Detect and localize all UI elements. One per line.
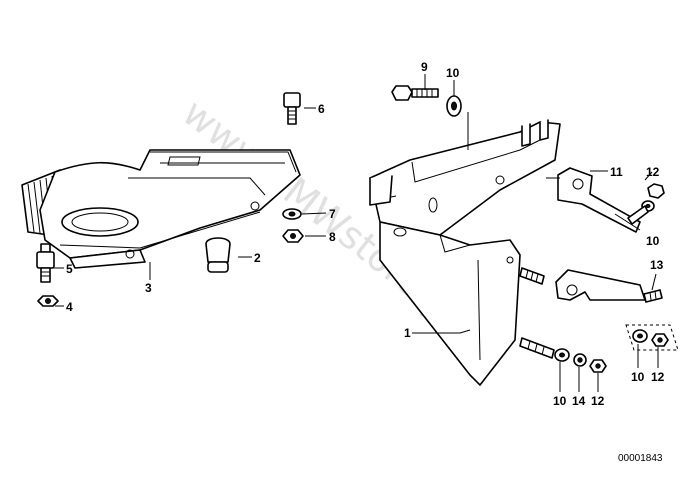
- bolt-part-6: [283, 92, 301, 125]
- callout-1: 1: [404, 326, 411, 340]
- callout-5: 5: [66, 262, 73, 276]
- callout-10-upper-right: 10: [646, 234, 660, 248]
- nut-part-8: [282, 229, 304, 243]
- callout-8: 8: [329, 230, 336, 244]
- washer-part-10-bottom: [554, 348, 570, 362]
- callout-12-upper: 12: [646, 165, 660, 179]
- stud-upper-clip: [627, 205, 649, 225]
- bracket-part-1: [369, 119, 561, 386]
- leader-lines: [52, 74, 659, 392]
- air-duct-cover-part-3: [21, 149, 301, 269]
- callout-9: 9: [421, 60, 428, 74]
- lock-washer-part-14: [573, 353, 587, 367]
- washer-part-10-top: [446, 95, 462, 117]
- callout-7: 7: [329, 207, 336, 221]
- washer-part-7: [282, 208, 302, 220]
- callout-3: 3: [145, 281, 152, 295]
- callout-10-bottom: 10: [553, 394, 567, 408]
- callout-6: 6: [318, 102, 325, 116]
- callout-10-top: 10: [446, 66, 460, 80]
- nut-part-12-upper: [647, 183, 665, 199]
- callout-12-bottom: 12: [591, 394, 605, 408]
- callout-2: 2: [254, 251, 261, 265]
- stud-bracket-upper: [519, 267, 545, 285]
- document-number: 00001843: [618, 453, 663, 464]
- callout-14: 14: [572, 394, 586, 408]
- callout-12-right: 12: [651, 370, 665, 384]
- nut-part-12-bottom: [589, 359, 607, 373]
- callout-10-right: 10: [631, 370, 645, 384]
- stud-part-5: [36, 243, 55, 283]
- stud-bracket-lower: [519, 337, 555, 359]
- nut-part-4: [37, 295, 59, 307]
- clip-arm-part-11: [557, 167, 641, 233]
- dashed-group-box: [625, 324, 679, 351]
- buffer-part-2: [205, 237, 231, 273]
- callout-11: 11: [610, 165, 623, 179]
- clip-arm-part-13: [555, 269, 663, 303]
- callout-4: 4: [66, 300, 73, 314]
- bolt-part-9: [391, 85, 439, 101]
- washer-part-10-right: [632, 329, 648, 343]
- callout-13: 13: [650, 258, 664, 272]
- nut-part-12-right: [651, 333, 669, 347]
